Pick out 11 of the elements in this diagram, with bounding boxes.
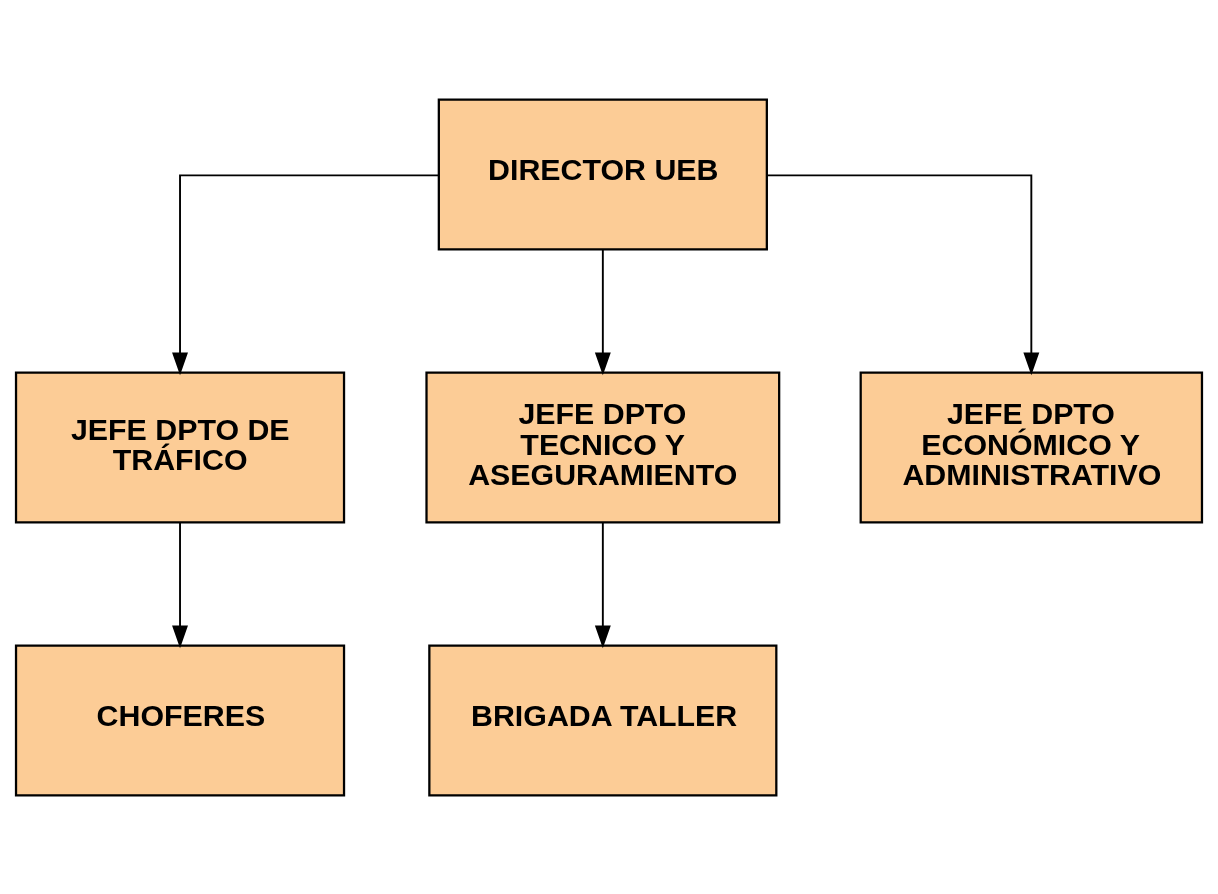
node-box: BRIGADA TALLER xyxy=(428,644,778,797)
arrow xyxy=(172,173,440,375)
node-box: DIRECTOR UEB xyxy=(437,97,768,250)
arrow xyxy=(766,173,1040,375)
node-box: JEFE DPTO TECNICO Y ASEGURAMIENTO xyxy=(425,370,781,524)
node-box: JEFE DPTO DE TRÁFICO xyxy=(14,370,346,524)
arrow xyxy=(594,248,611,375)
node-box: JEFE DPTO ECONÓMICO Y ADMINISTRATIVO xyxy=(859,370,1204,524)
node-box: CHOFERES xyxy=(14,644,346,797)
arrow xyxy=(172,521,188,648)
arrow xyxy=(594,521,611,648)
